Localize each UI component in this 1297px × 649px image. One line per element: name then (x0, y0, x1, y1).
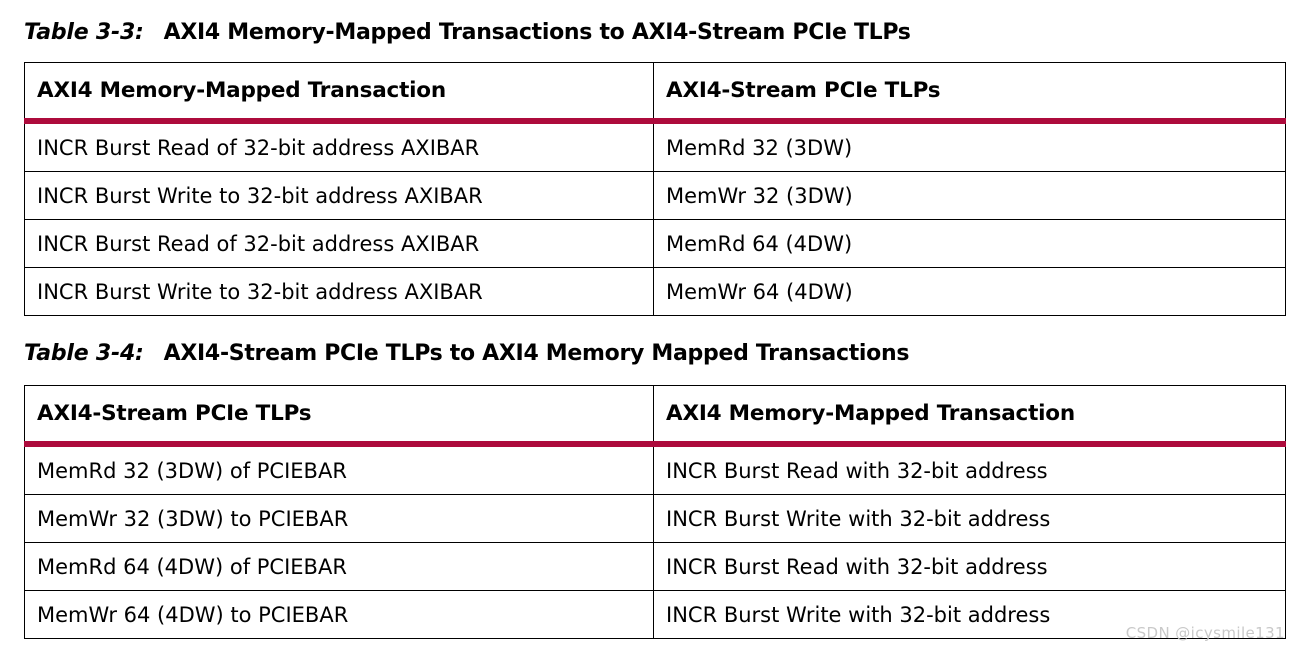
table-cell: INCR Burst Read with 32-bit address (653, 542, 1286, 591)
column-header: AXI4 Memory-Mapped Transaction (653, 385, 1286, 447)
table-caption-3-4: Table 3-4: AXI4-Stream PCIe TLPs to AXI4… (24, 341, 909, 366)
table-cell: INCR Burst Write with 32-bit address (653, 494, 1286, 543)
table-cell: MemWr 64 (4DW) (653, 267, 1286, 316)
table-3-4: AXI4-Stream PCIe TLPs AXI4 Memory-Mapped… (24, 385, 1286, 639)
column-header: AXI4-Stream PCIe TLPs (24, 385, 654, 447)
table-3-3: AXI4 Memory-Mapped Transaction AXI4-Stre… (24, 62, 1286, 316)
table-row: MemWr 32 (3DW) to PCIEBAR INCR Burst Wri… (24, 494, 1286, 543)
table-cell: MemWr 32 (3DW) (653, 171, 1286, 220)
table-row: INCR Burst Write to 32-bit address AXIBA… (24, 171, 1286, 220)
table-caption-label: Table 3-4: (24, 341, 144, 366)
table-header-row: AXI4-Stream PCIe TLPs AXI4 Memory-Mapped… (24, 385, 1286, 447)
table-cell: MemRd 32 (3DW) of PCIEBAR (24, 443, 654, 495)
table-caption-title: AXI4-Stream PCIe TLPs to AXI4 Memory Map… (163, 341, 910, 366)
table-cell: INCR Burst Read of 32-bit address AXIBAR (24, 219, 654, 268)
table-cell: MemRd 64 (4DW) (653, 219, 1286, 268)
table-cell: INCR Burst Write with 32-bit address (653, 590, 1286, 639)
table-cell: MemWr 64 (4DW) to PCIEBAR (24, 590, 654, 639)
table-header-row: AXI4 Memory-Mapped Transaction AXI4-Stre… (24, 62, 1286, 124)
table-cell: MemRd 32 (3DW) (653, 120, 1286, 172)
table-row: INCR Burst Read of 32-bit address AXIBAR… (24, 219, 1286, 268)
column-header: AXI4 Memory-Mapped Transaction (24, 62, 654, 124)
table-row: INCR Burst Write to 32-bit address AXIBA… (24, 267, 1286, 316)
table-cell: INCR Burst Read of 32-bit address AXIBAR (24, 120, 654, 172)
table-row: INCR Burst Read of 32-bit address AXIBAR… (24, 120, 1286, 172)
table-cell: INCR Burst Write to 32-bit address AXIBA… (24, 267, 654, 316)
table-caption-3-3: Table 3-3: AXI4 Memory-Mapped Transactio… (24, 20, 911, 45)
table-cell: MemWr 32 (3DW) to PCIEBAR (24, 494, 654, 543)
table-row: MemRd 32 (3DW) of PCIEBAR INCR Burst Rea… (24, 443, 1286, 495)
table-caption-title: AXI4 Memory-Mapped Transactions to AXI4-… (163, 20, 911, 45)
table-cell: INCR Burst Write to 32-bit address AXIBA… (24, 171, 654, 220)
table-row: MemWr 64 (4DW) to PCIEBAR INCR Burst Wri… (24, 590, 1286, 639)
table-cell: INCR Burst Read with 32-bit address (653, 443, 1286, 495)
column-header: AXI4-Stream PCIe TLPs (653, 62, 1286, 124)
table-caption-label: Table 3-3: (24, 20, 144, 45)
table-cell: MemRd 64 (4DW) of PCIEBAR (24, 542, 654, 591)
table-row: MemRd 64 (4DW) of PCIEBAR INCR Burst Rea… (24, 542, 1286, 591)
